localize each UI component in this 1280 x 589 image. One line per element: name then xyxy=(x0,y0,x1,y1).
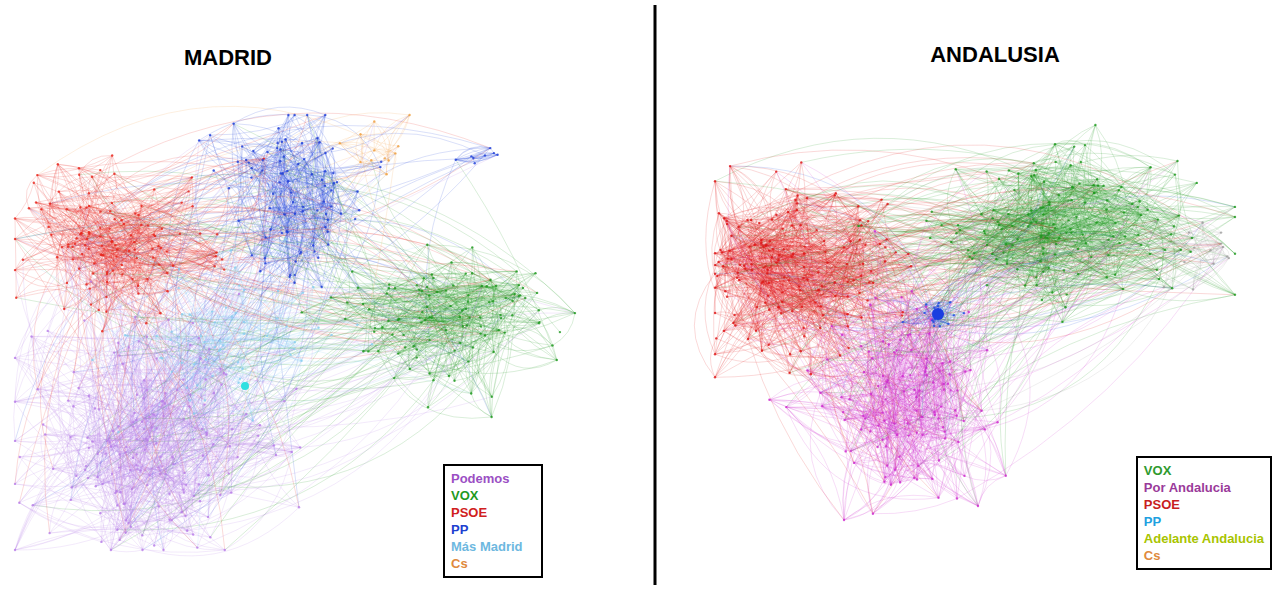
legend-entry: Podemos xyxy=(451,470,535,487)
legend-entry: PSOE xyxy=(1144,496,1264,513)
node-dot xyxy=(932,308,944,320)
legend-entry: VOX xyxy=(1144,462,1264,479)
legend-entry: Adelante Andalucia xyxy=(1144,530,1264,547)
legend-box: VOXPor AndaluciaPSOEPPAdelante Andalucia… xyxy=(1136,456,1272,570)
legend-entry: PSOE xyxy=(451,504,535,521)
legend-box: PodemosVOXPSOEPPMás MadridCs xyxy=(443,464,543,578)
legend-entry: Cs xyxy=(1144,547,1264,564)
legend-entry: Cs xyxy=(451,555,535,572)
legend-entry: PP xyxy=(451,521,535,538)
node-dots xyxy=(14,114,576,551)
node-dot xyxy=(241,382,249,390)
panel-divider xyxy=(654,5,657,585)
legend-entry: VOX xyxy=(451,487,535,504)
panel-heading: MADRID xyxy=(184,45,272,71)
panel-heading: ANDALUSIA xyxy=(930,42,1060,68)
legend-entry: Por Andalucia xyxy=(1144,479,1264,496)
legend-entry: PP xyxy=(1144,513,1264,530)
legend-entry: Más Madrid xyxy=(451,538,535,555)
